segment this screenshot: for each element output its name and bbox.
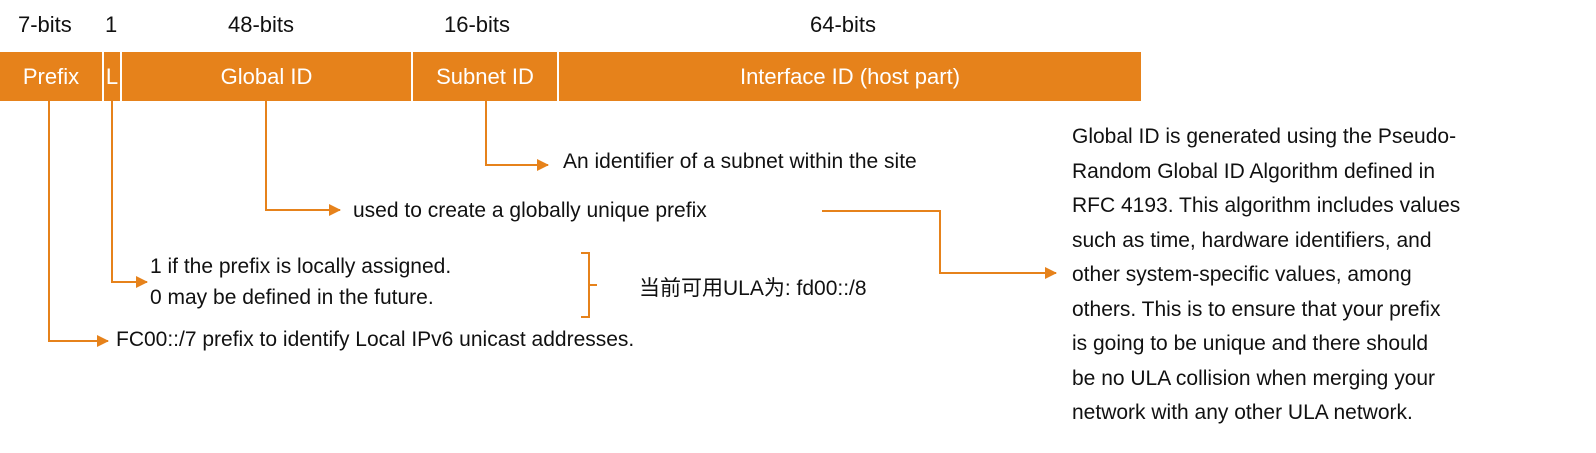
subnet-arrow [485,101,549,171]
field-subnet-id-label: Subnet ID [436,63,534,89]
l-arrow [111,101,148,288]
bits-label-interface-id: 64-bits [810,12,877,37]
explanation-line: Global ID is generated using the Pseudo- [1072,125,1457,148]
bits-label-subnet-id: 16-bits [444,12,511,37]
explanation-line: is going to be unique and there should [1072,332,1429,355]
global-annotation: used to create a globally unique prefix [353,199,707,222]
subnet-annotation: An identifier of a subnet within the sit… [563,150,917,173]
bits-label-prefix: 7-bits [18,12,72,37]
field-l-label: L [105,63,119,89]
l-annotation-line1: 1 if the prefix is locally assigned. [150,255,452,278]
explanation-line: other system-specific values, among [1072,263,1412,286]
field-interface-id-label: Interface ID (host part) [739,63,961,89]
bits-label-l: 1 [105,12,118,37]
global-arrow [265,101,341,216]
explanation-line: be no ULA collision when merging your [1072,366,1436,390]
field-global-id: Global ID [122,52,411,101]
curly-bracket [581,252,597,318]
explanation-line: others. This is to ensure that your pref… [1072,297,1441,321]
field-interface-id: Interface ID (host part) [559,52,1141,101]
bits-label-global-id: 48-bits [228,12,295,37]
prefix-arrow [48,101,109,347]
explanation-line: RFC 4193. This algorithm includes values [1072,194,1461,217]
field-prefix-label: Prefix [22,63,80,89]
global-explain-arrow [822,210,1057,279]
explanation-line: network with any other ULA network. [1072,401,1413,424]
l-annotation-line2: 0 may be defined in the future. [150,286,434,309]
explanation-line: Random Global ID Algorithm defined in [1072,159,1436,183]
explanation-line: such as time, hardware identifiers, and [1072,228,1432,252]
field-global-id-label: Global ID [220,63,313,89]
prefix-annotation: FC00::/7 prefix to identify Local IPv6 u… [116,328,635,351]
field-prefix: Prefix [0,52,102,101]
field-l: L [104,52,120,101]
ula-current-annotation: 当前可用ULA为: fd00::/8 [639,277,867,300]
global-id-explanation: Global ID is generated using the Pseudo-… [1072,120,1460,431]
field-subnet-id: Subnet ID [413,52,557,101]
